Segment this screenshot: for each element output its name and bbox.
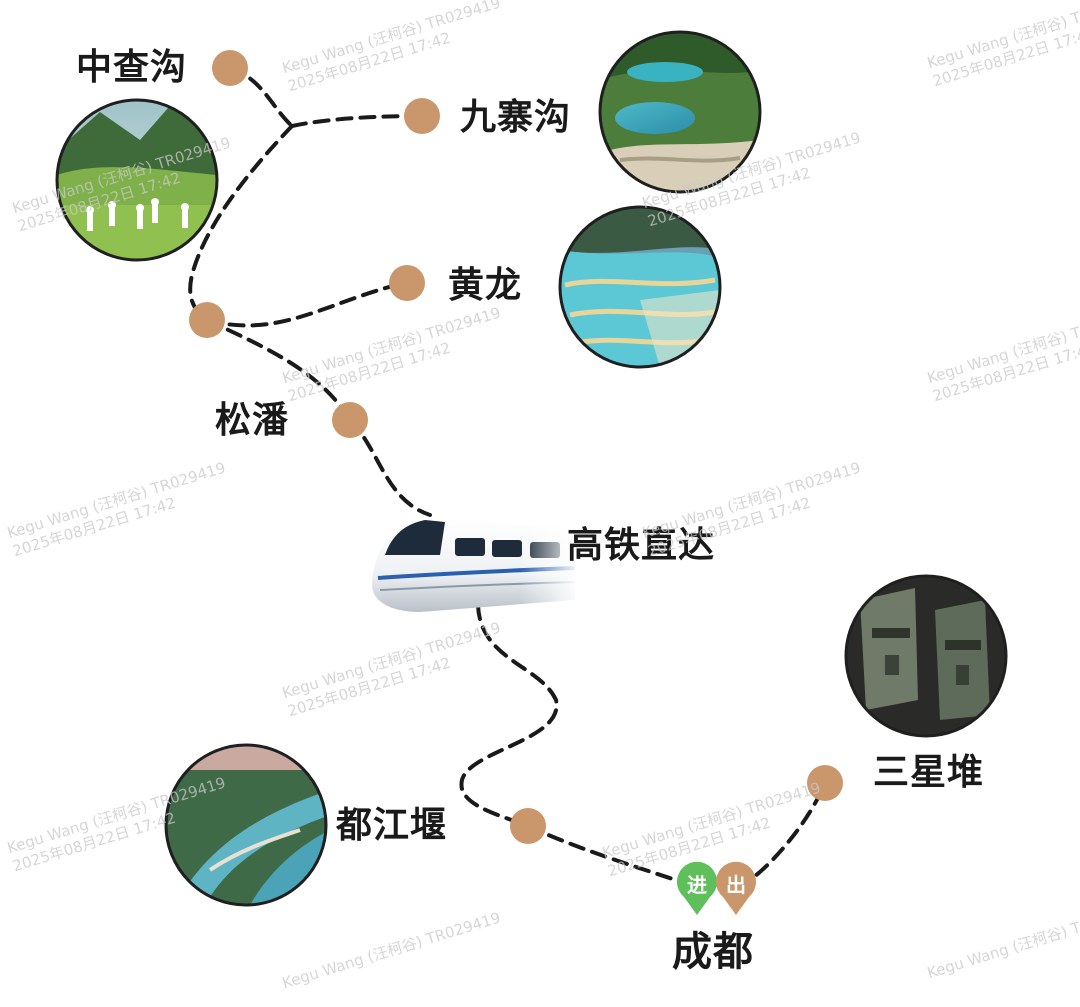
label-huanglong: 黄龙 bbox=[448, 265, 523, 306]
photo-dujiangyan bbox=[164, 743, 328, 907]
photo-huanglong bbox=[558, 205, 722, 369]
stop-dot-jiuzhaigou bbox=[404, 98, 440, 134]
stop-dot-zhongchagou bbox=[212, 50, 248, 86]
stop-dot-huanglong bbox=[389, 265, 425, 301]
photo-jiuzhaigou bbox=[598, 30, 762, 194]
label-sanxingdui: 三星堆 bbox=[873, 752, 985, 793]
pin-exit: 出 bbox=[716, 861, 756, 915]
stop-dot-junction bbox=[189, 302, 225, 338]
photo-sanxingdui bbox=[844, 574, 1008, 738]
stop-dots bbox=[189, 50, 843, 844]
label-dujiangyan: 都江堰 bbox=[336, 805, 448, 846]
label-zhongchagou: 中查沟 bbox=[76, 47, 188, 88]
label-jiuzhaigou: 九寨沟 bbox=[460, 97, 572, 138]
route-segment-huanglong bbox=[205, 281, 407, 328]
route-segment-from-train bbox=[459, 603, 559, 828]
photo-zhongchagou bbox=[55, 98, 219, 262]
pin-enter: 进 bbox=[676, 861, 717, 915]
stop-dot-dujiangyan bbox=[510, 808, 546, 844]
label-songpan: 松潘 bbox=[215, 400, 290, 441]
stop-dot-sanxingdui bbox=[807, 765, 843, 801]
label-train: 高铁直达 bbox=[567, 525, 716, 566]
route-segment-jiuzhaigou bbox=[290, 114, 424, 128]
pin-enter-label: 进 bbox=[687, 873, 707, 897]
route-segment-songpan bbox=[205, 318, 352, 422]
stop-dot-songpan bbox=[332, 402, 368, 438]
label-chengdu: 成都 bbox=[672, 929, 754, 975]
pin-exit-label: 出 bbox=[726, 873, 746, 897]
high-speed-train-icon bbox=[372, 518, 580, 618]
route-segment-to-train bbox=[348, 418, 432, 517]
